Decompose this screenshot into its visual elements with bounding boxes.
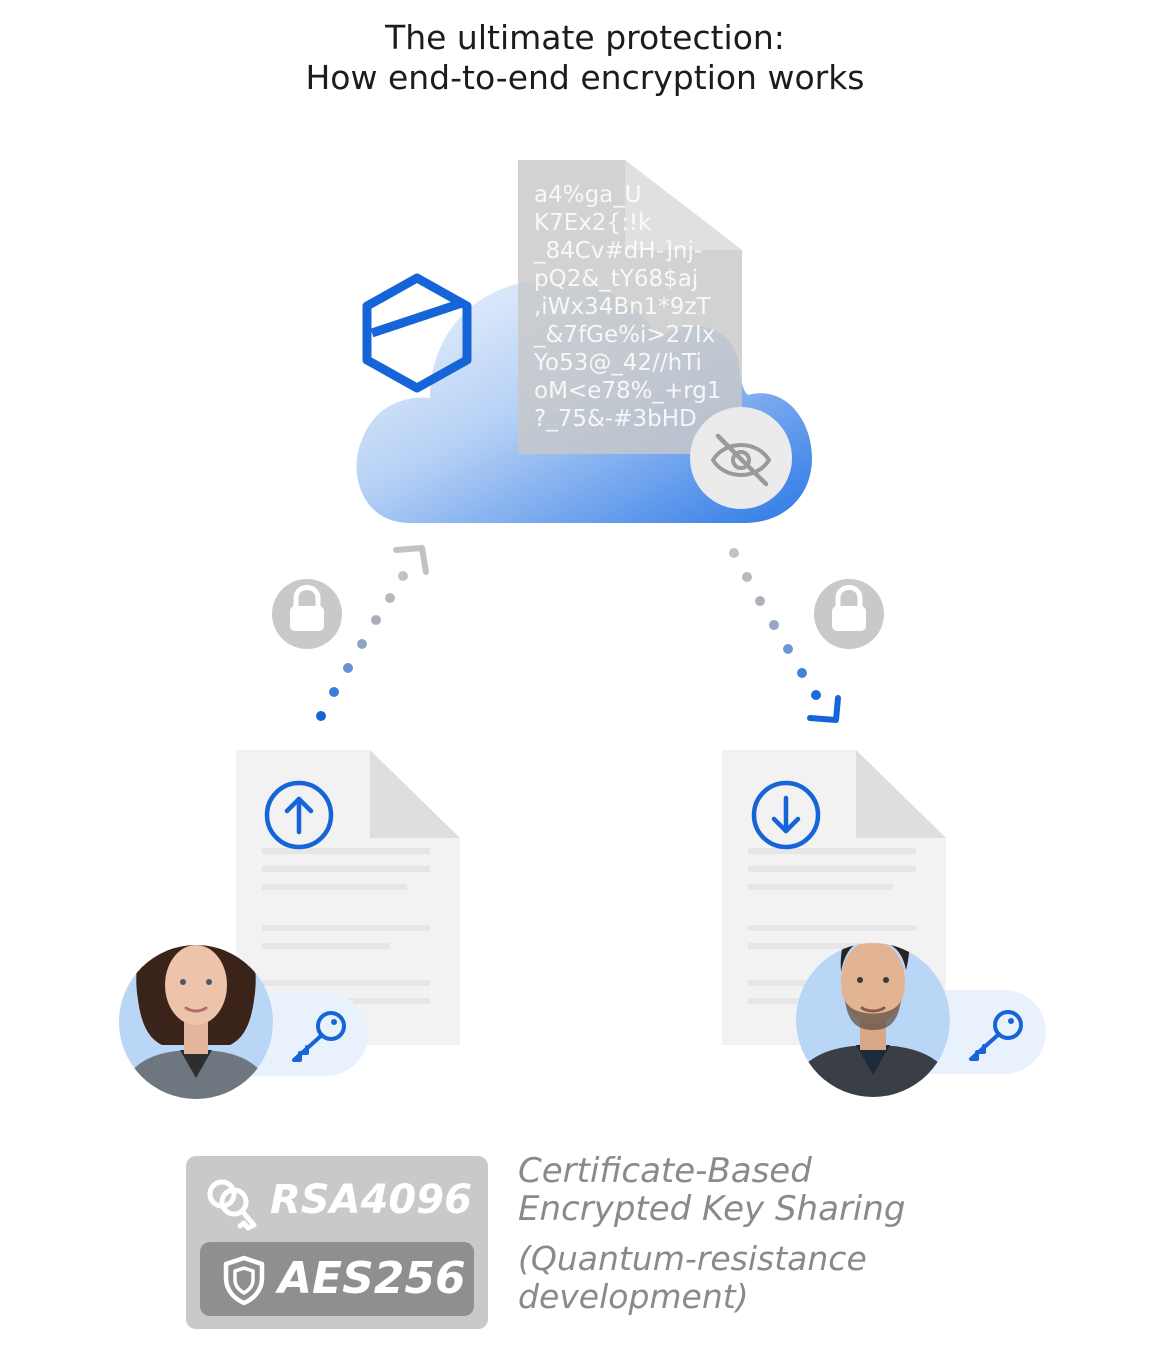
avatar xyxy=(796,943,950,1097)
aes-label: AES256 xyxy=(278,1253,466,1304)
title-line-1: The ultimate protection: xyxy=(385,18,785,57)
upload-arrow-icon xyxy=(264,780,334,850)
caption-sub-1: (Quantum-resistance xyxy=(518,1239,867,1278)
caption: Certificate-Based Encrypted Key Sharing … xyxy=(518,1152,1138,1316)
rsa-label: RSA4096 xyxy=(270,1177,472,1223)
caption-line-1: Certificate-Based xyxy=(518,1151,812,1191)
key-icon xyxy=(969,1010,1023,1061)
download-path xyxy=(729,548,841,723)
eye-off-icon xyxy=(690,407,792,509)
download-arrow-icon xyxy=(751,780,821,850)
encryption-badge: RSA4096 AES256 xyxy=(186,1156,488,1329)
cipher-line: Yo53@_42//hTi xyxy=(533,350,702,376)
upload-path xyxy=(316,545,429,721)
caption-sub-2: development) xyxy=(518,1277,749,1316)
hexagon-logo-icon xyxy=(362,273,472,393)
cipher-text: a4%ga_U K7Ex2{:!k _84Cv#dH-]nj- pQ2&_tY6… xyxy=(533,182,722,432)
cipher-line: _84Cv#dH-]nj- xyxy=(533,238,702,264)
rsa-row: RSA4096 xyxy=(186,1170,488,1231)
cipher-line: K7Ex2{:!k xyxy=(534,210,652,236)
keys-icon xyxy=(207,1179,257,1231)
caption-heading: Certificate-Based Encrypted Key Sharing xyxy=(518,1152,1138,1228)
cipher-line: pQ2&_tY68$aj xyxy=(534,266,698,292)
aes-row: AES256 xyxy=(200,1242,474,1316)
diagram-title: The ultimate protection: How end-to-end … xyxy=(0,18,1170,98)
lock-icon xyxy=(814,579,884,649)
lock-icon xyxy=(272,579,342,649)
caption-subtext: (Quantum-resistance development) xyxy=(518,1240,1138,1316)
title-line-2: How end-to-end encryption works xyxy=(305,58,865,97)
key-icon xyxy=(292,1011,346,1062)
cipher-line: ,iWx34Bn1*9zT xyxy=(534,294,712,320)
cipher-line: oM<e78%_+rg1 xyxy=(534,378,722,404)
cipher-line: _&7fGe%i>27Ix xyxy=(533,322,715,348)
caption-line-2: Encrypted Key Sharing xyxy=(518,1189,906,1229)
cipher-line: ?_75&-#3bHD xyxy=(534,406,697,432)
shield-icon xyxy=(223,1255,265,1306)
cipher-line: a4%ga_U xyxy=(534,182,642,208)
encrypted-document: a4%ga_U K7Ex2{:!k _84Cv#dH-]nj- pQ2&_tY6… xyxy=(518,160,742,454)
